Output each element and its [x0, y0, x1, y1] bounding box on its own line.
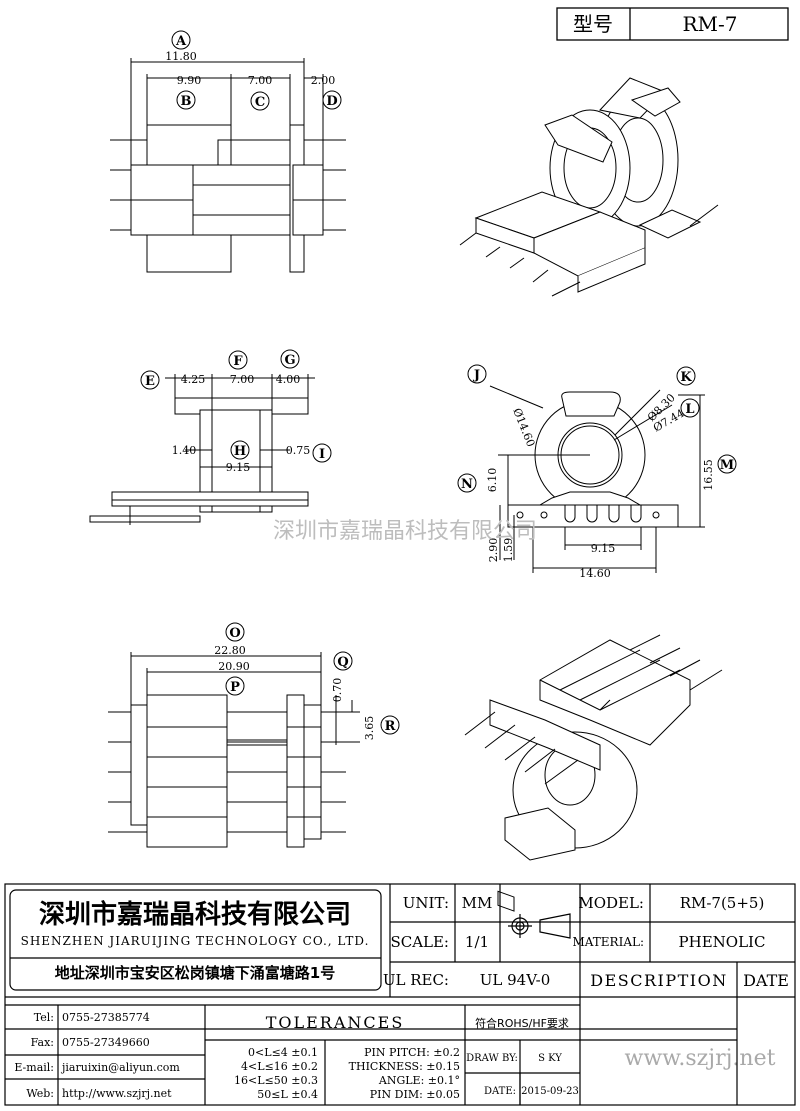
fax-label: Fax:	[31, 1036, 54, 1049]
dim-b: 9.90	[177, 74, 202, 87]
letter-n: N	[461, 477, 473, 492]
watermark: 深圳市嘉瑞晶科技有限公司	[273, 519, 537, 544]
company-address: 地址深圳市宝安区松岗镇塘下涌富塘路1号	[55, 964, 335, 982]
model-header: 型号 RM-7	[556, 7, 789, 41]
dim-f: 7.00	[230, 373, 255, 386]
ulrec-value: UL 94V-0	[480, 971, 551, 989]
spec-block: UNIT: MM SCALE: 1/1 UL REC: UL 94V-0 MOD…	[383, 894, 789, 990]
fax-value: 0755-27349660	[62, 1036, 150, 1049]
letter-q: Q	[337, 655, 348, 670]
letter-o: O	[229, 626, 240, 641]
drawby-label: DRAW BY:	[466, 1053, 518, 1064]
type-label: 型号	[573, 12, 613, 36]
bottom-view	[108, 652, 360, 848]
dim-r: 3.65	[363, 716, 376, 741]
dim-base: 14.60	[579, 567, 611, 580]
dim-o: 22.80	[214, 644, 246, 657]
tolerance-block: TOLERANCES 0<L≤4 ±0.1 4<L≤16 ±0.2 16<L≤5…	[234, 1013, 460, 1101]
web-label: Web:	[26, 1087, 54, 1100]
date-header: DATE	[743, 971, 789, 990]
side-view-middle-labels: E 4.25 F 7.00 G 4.00 1.40 H 9.15 0.75 I	[140, 349, 332, 474]
scale-label: SCALE:	[390, 933, 449, 951]
letter-e: E	[145, 374, 155, 389]
dim-c: 7.00	[248, 74, 273, 87]
email-value: jiaruixin@aliyun.com	[60, 1061, 180, 1074]
letter-p: P	[230, 680, 240, 695]
dim-h-left: 1.40	[172, 444, 197, 457]
dim-d: 2.00	[311, 74, 336, 87]
tol-range-1: 0<L≤4 ±0.1	[248, 1046, 318, 1059]
type-value: RM-7	[682, 12, 737, 36]
tel-label: Tel:	[34, 1011, 54, 1024]
tol-pin-2: THICKNESS: ±0.15	[349, 1060, 460, 1073]
dim-pin-h1: 2.90	[487, 538, 500, 563]
front-view	[489, 385, 705, 573]
company-name-cn: 深圳市嘉瑞晶科技有限公司	[39, 899, 351, 930]
letter-l: L	[685, 402, 694, 417]
dim-g: 4.00	[276, 373, 301, 386]
tolerances-title: TOLERANCES	[266, 1013, 405, 1032]
unit-value: MM	[462, 894, 493, 912]
rohs-note: 符合ROHS/HF要求	[475, 1016, 569, 1030]
tel-value: 0755-27385774	[62, 1011, 150, 1024]
dim-j: Ø14.60	[510, 406, 537, 448]
letter-i: I	[319, 447, 325, 462]
date-value: 2015-09-23	[521, 1086, 579, 1097]
letter-f: F	[233, 354, 243, 369]
letter-d: D	[326, 94, 337, 109]
contact-block: Tel: 0755-27385774 Fax: 0755-27349660 E-…	[14, 1011, 180, 1100]
unit-label: UNIT:	[403, 894, 449, 912]
material-label: MATERIAL:	[572, 935, 644, 949]
approval-block: 符合ROHS/HF要求 DRAW BY: S KY DATE: 2015-09-…	[466, 1016, 579, 1097]
tol-range-4: 50≤L ±0.4	[257, 1088, 318, 1101]
model-value: RM-7(5+5)	[680, 894, 765, 912]
letter-b: B	[181, 94, 192, 109]
dim-h: 9.15	[226, 461, 251, 474]
model-label: MODEL:	[578, 894, 644, 912]
dim-q: 0.70	[331, 678, 344, 703]
iso-view-top	[459, 77, 719, 297]
side-view-top-labels: A 11.80 9.90 B 7.00 C 2.00 D	[165, 30, 342, 111]
tol-range-3: 16<L≤50 ±0.3	[234, 1074, 318, 1087]
letter-j: J	[473, 368, 480, 383]
letter-c: C	[255, 95, 265, 110]
material-value: PHENOLIC	[679, 933, 766, 951]
dim-i: 0.75	[286, 444, 311, 457]
drawby-value: S KY	[538, 1053, 562, 1064]
email-label: E-mail:	[14, 1061, 54, 1074]
dim-e: 4.25	[181, 373, 206, 386]
ulrec-label: UL REC:	[383, 971, 449, 989]
dim-a: 11.80	[165, 50, 197, 63]
side-view-top	[110, 58, 346, 273]
description-label: DESCRIPTION	[590, 971, 727, 990]
company-name-en: SHENZHEN JIARUIJING TECHNOLOGY CO., LTD.	[21, 934, 370, 948]
dim-m: 16.55	[702, 459, 715, 491]
dim-pin-h2: 1.59	[502, 538, 515, 563]
tol-range-2: 4<L≤16 ±0.2	[241, 1060, 318, 1073]
dim-n: 6.10	[486, 468, 499, 493]
letter-a: A	[175, 34, 187, 49]
site-watermark: www.szjrj.net	[625, 1046, 776, 1071]
letter-k: K	[680, 370, 692, 385]
dim-pitch: 9.15	[591, 542, 616, 555]
letter-r: R	[385, 719, 396, 734]
company-block: 深圳市嘉瑞晶科技有限公司 SHENZHEN JIARUIJING TECHNOL…	[21, 899, 370, 982]
dim-p: 20.90	[218, 660, 250, 673]
tol-pin-1: PIN PITCH: ±0.2	[364, 1046, 460, 1059]
bottom-view-labels: O 22.80 20.90 P Q 0.70 3.65 R	[214, 622, 400, 741]
date-label: DATE:	[484, 1086, 516, 1097]
letter-m: M	[720, 458, 734, 473]
web-value: http://www.szjrj.net	[62, 1087, 172, 1100]
tol-pin-4: PIN DIM: ±0.05	[370, 1088, 460, 1101]
letter-g: G	[284, 353, 295, 368]
title-block	[4, 883, 796, 1106]
iso-view-bottom	[464, 634, 723, 912]
letter-h: H	[234, 444, 246, 459]
tol-pin-3: ANGLE: ±0.1°	[378, 1074, 460, 1087]
side-view-middle	[89, 374, 315, 525]
scale-value: 1/1	[465, 933, 489, 951]
